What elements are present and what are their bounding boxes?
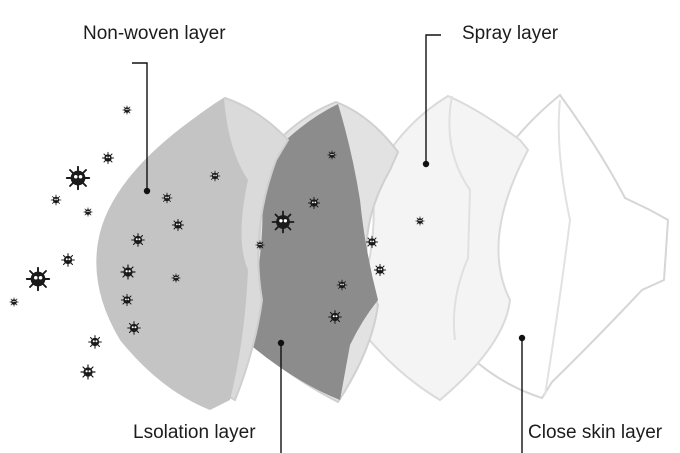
spray-layer-label: Spray layer [462, 23, 559, 44]
isolation-dot [277, 339, 285, 347]
spray-leader [425, 34, 441, 163]
dust-particle-icon [80, 364, 96, 380]
dust-particle-icon [83, 207, 93, 217]
dust-particle-icon [65, 165, 91, 191]
dust-particle-icon [61, 253, 75, 267]
dust-particle-icon [120, 264, 136, 280]
dust-particle-icon [307, 196, 321, 210]
dust-particle-icon [255, 240, 265, 250]
dust-particle-icon [171, 273, 181, 283]
non-woven-leader [132, 62, 148, 190]
dust-particle-icon [328, 310, 342, 324]
dust-particle-icon [25, 266, 51, 292]
dust-particle-icon [120, 293, 134, 307]
dust-particle-icon [415, 216, 425, 226]
dust-particle-icon [9, 297, 19, 307]
dust-particle-icon [209, 170, 221, 182]
isolation-layer [238, 100, 400, 404]
non-woven-layer-label: Non-woven layer [83, 23, 226, 44]
dust-particle-icon [131, 233, 145, 247]
dust-particle-icon [50, 194, 62, 206]
dust-particle-icon [336, 279, 348, 291]
dust-particle-icon [365, 235, 379, 249]
dust-particle-icon [161, 192, 173, 204]
isolation-layer-label: Lsolation layer [133, 422, 256, 443]
non-woven-dot [143, 187, 151, 195]
dust-particle-icon [271, 210, 295, 234]
dust-particle-icon [127, 321, 141, 335]
spray-dot [422, 160, 430, 168]
leader-lines [132, 34, 526, 453]
dust-particle-icon [122, 105, 132, 115]
close-skin-dot [518, 334, 526, 342]
dust-particle-icon [88, 335, 102, 349]
dust-particle-icon [171, 218, 185, 232]
close-skin-layer-label: Close skin layer [528, 422, 663, 443]
dust-particle-icon [373, 263, 387, 277]
dust-particle-icon [327, 150, 337, 160]
dust-particle-icon [101, 151, 115, 165]
